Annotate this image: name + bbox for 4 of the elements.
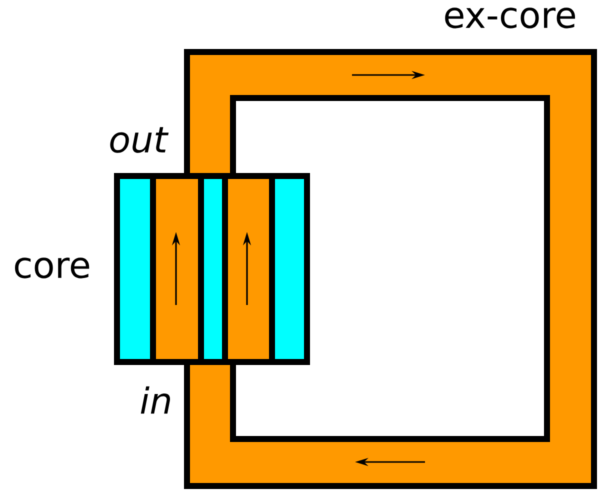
label: ex-core: [445, 8, 576, 28]
label: core: [15, 258, 90, 278]
label: in: [140, 386, 170, 414]
label: out: [110, 127, 169, 153]
